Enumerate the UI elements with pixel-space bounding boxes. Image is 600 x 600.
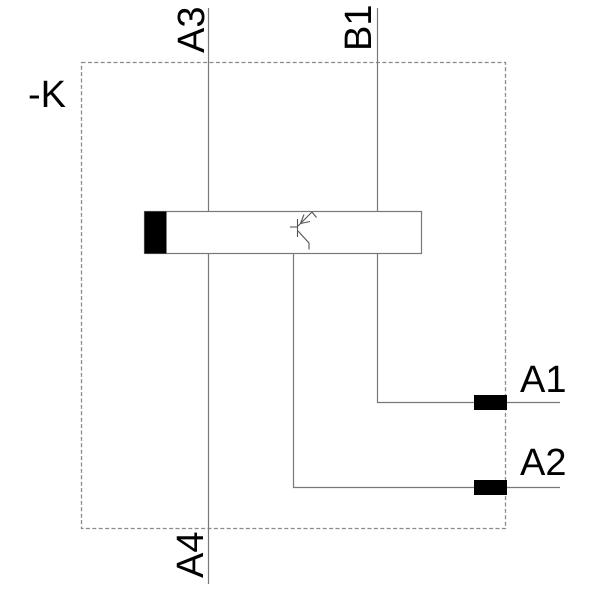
transistor-emitter <box>297 211 317 227</box>
wire-b1-a1 <box>376 8 560 404</box>
transistor-icon <box>290 211 317 250</box>
label-terminal-a2: A2 <box>520 442 566 484</box>
terminal-block-a1 <box>474 395 507 410</box>
device-boundary-dashed-box <box>80 61 507 530</box>
transistor-collector <box>297 230 310 250</box>
label-terminal-a3: A3 <box>171 7 213 53</box>
relay-input-block-icon <box>144 211 167 254</box>
relay-body <box>143 210 423 255</box>
label-terminal-a4: A4 <box>170 532 212 578</box>
transistor-arrowhead <box>299 214 311 225</box>
label-terminal-b1: B1 <box>338 5 380 51</box>
terminal-block-a2 <box>474 480 507 495</box>
device-label: -K <box>28 74 66 116</box>
wire-a2 <box>292 253 560 489</box>
label-terminal-a1: A1 <box>520 359 566 401</box>
